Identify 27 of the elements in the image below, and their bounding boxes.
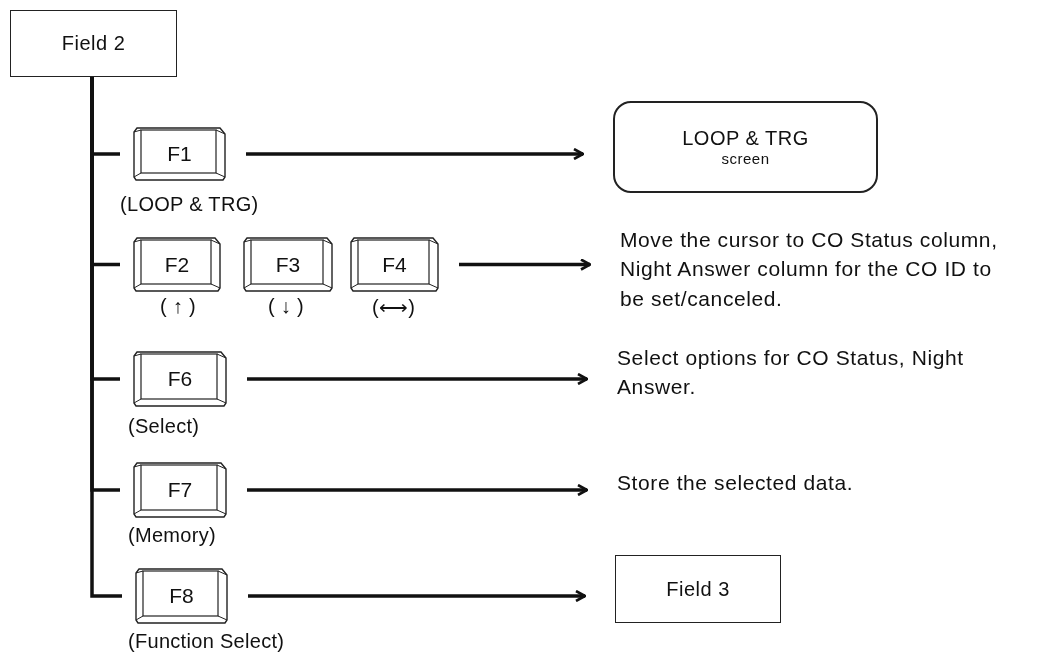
field-box: Field 3 (615, 555, 781, 623)
function-key: F6 (133, 351, 227, 407)
key-caption: ( ↓ ) (268, 295, 304, 318)
branch-line (90, 77, 122, 598)
function-key: F4 (350, 237, 439, 292)
function-key: F7 (133, 462, 227, 518)
key-caption: (Select) (128, 415, 200, 438)
description-text: Select options for CO Status, Night Answer. (617, 345, 965, 401)
function-key: F8 (135, 568, 228, 624)
arrow (247, 483, 589, 497)
arrow (246, 147, 585, 161)
key-caption: (Memory) (128, 524, 216, 547)
arrow (459, 258, 592, 271)
arrow (247, 372, 589, 386)
function-key: F1 (133, 127, 226, 181)
key-caption: ( ↑ ) (160, 295, 196, 318)
description-text: Store the selected data. (617, 470, 854, 496)
key-caption: (LOOP & TRG) (120, 193, 259, 216)
function-key: F3 (243, 237, 333, 292)
function-key: F2 (133, 237, 221, 292)
screen-title: LOOP & TRG (682, 127, 809, 150)
description-text: Move the cursor to CO Status column, Night Answer column for the CO ID to be set/canceled. (620, 227, 999, 312)
key-caption: (⟷) (372, 295, 416, 319)
screen-subtitle: screen (721, 150, 770, 167)
arrow (248, 589, 587, 603)
key-caption: (Function Select) (128, 630, 285, 653)
field-box: Field 2 (10, 10, 177, 77)
